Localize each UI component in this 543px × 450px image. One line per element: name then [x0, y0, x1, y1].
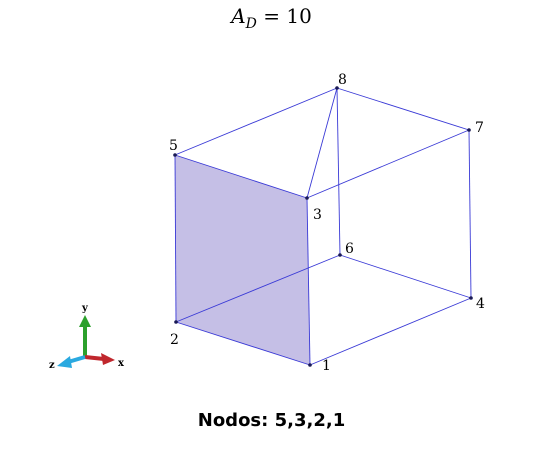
node-point-4 — [469, 296, 473, 300]
node-label-7: 7 — [475, 120, 484, 136]
node-label-2: 2 — [170, 332, 179, 348]
axis-triad: y x z — [49, 303, 125, 371]
z-axis-label: z — [49, 360, 55, 371]
y-axis-arrowhead — [79, 315, 91, 327]
title-subscript: D — [245, 16, 257, 32]
node-point-8 — [335, 86, 339, 90]
x-axis-arrow — [84, 355, 105, 361]
node-label-4: 4 — [476, 296, 485, 312]
node-point-6 — [338, 253, 342, 257]
highlighted-face — [175, 155, 310, 365]
node-label-1: 1 — [322, 358, 331, 374]
title-value: 10 — [286, 4, 312, 28]
node-label-3: 3 — [313, 207, 322, 223]
z-axis-arrowhead — [57, 356, 72, 368]
node-point-5 — [173, 153, 177, 157]
node-label-6: 6 — [345, 241, 354, 257]
node-label-8: 8 — [338, 72, 347, 88]
node-point-7 — [467, 128, 471, 132]
node-point-1 — [308, 363, 312, 367]
edge-1-2 — [175, 321, 311, 366]
edge-3-7 — [306, 129, 470, 199]
edge-3-1 — [306, 197, 311, 366]
cube-nodes: 1 2 3 4 5 6 7 8 — [169, 72, 485, 374]
node-label-5: 5 — [169, 138, 178, 154]
x-axis-arrowhead — [101, 353, 115, 365]
node-point-3 — [305, 196, 309, 200]
edge-8-7 — [336, 87, 470, 131]
edge-5-8 — [174, 87, 338, 156]
formula-title: AD = 10 — [0, 4, 543, 32]
edge-5-3 — [174, 154, 308, 199]
node-point-2 — [174, 320, 178, 324]
edge-3-8 — [306, 87, 338, 199]
edge-2-6 — [175, 254, 341, 323]
title-equals: = — [256, 4, 287, 28]
x-axis-label: x — [118, 358, 125, 369]
edge-6-4 — [339, 254, 472, 299]
title-variable: A — [231, 4, 246, 28]
edge-7-4 — [468, 129, 472, 299]
y-axis-label: y — [81, 303, 89, 314]
node-caption: Nodos: 5,3,2,1 — [197, 410, 346, 431]
edge-4-1 — [309, 297, 472, 366]
edge-2-5 — [174, 154, 177, 323]
edge-6-8 — [336, 87, 341, 256]
cube-edges — [174, 87, 472, 366]
